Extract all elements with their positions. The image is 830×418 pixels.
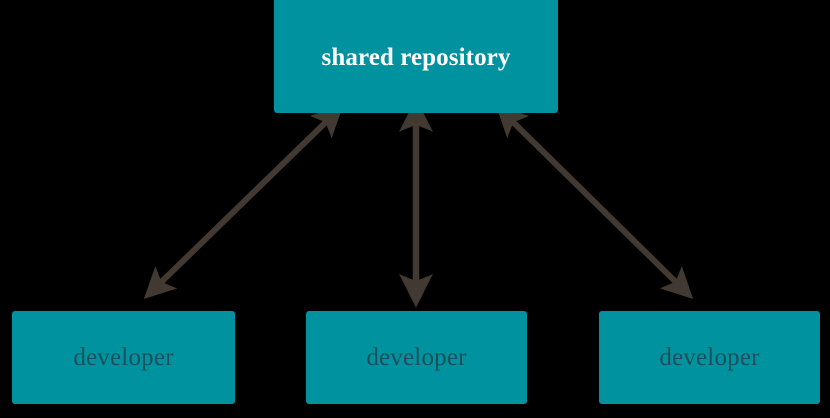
developer-node-1-label: developer <box>73 343 174 371</box>
developer-node-3-label: developer <box>659 343 760 371</box>
developer-node-2: developer <box>306 311 527 404</box>
shared-repository-label: shared repository <box>321 43 511 71</box>
shared-repository-node: shared repository <box>274 0 558 113</box>
developer-node-2-label: developer <box>366 343 467 371</box>
connector-repo-developer-3 <box>495 105 694 300</box>
connector-repo-developer-1 <box>143 105 344 300</box>
developer-node-3: developer <box>599 311 820 404</box>
developer-node-1: developer <box>12 311 235 404</box>
